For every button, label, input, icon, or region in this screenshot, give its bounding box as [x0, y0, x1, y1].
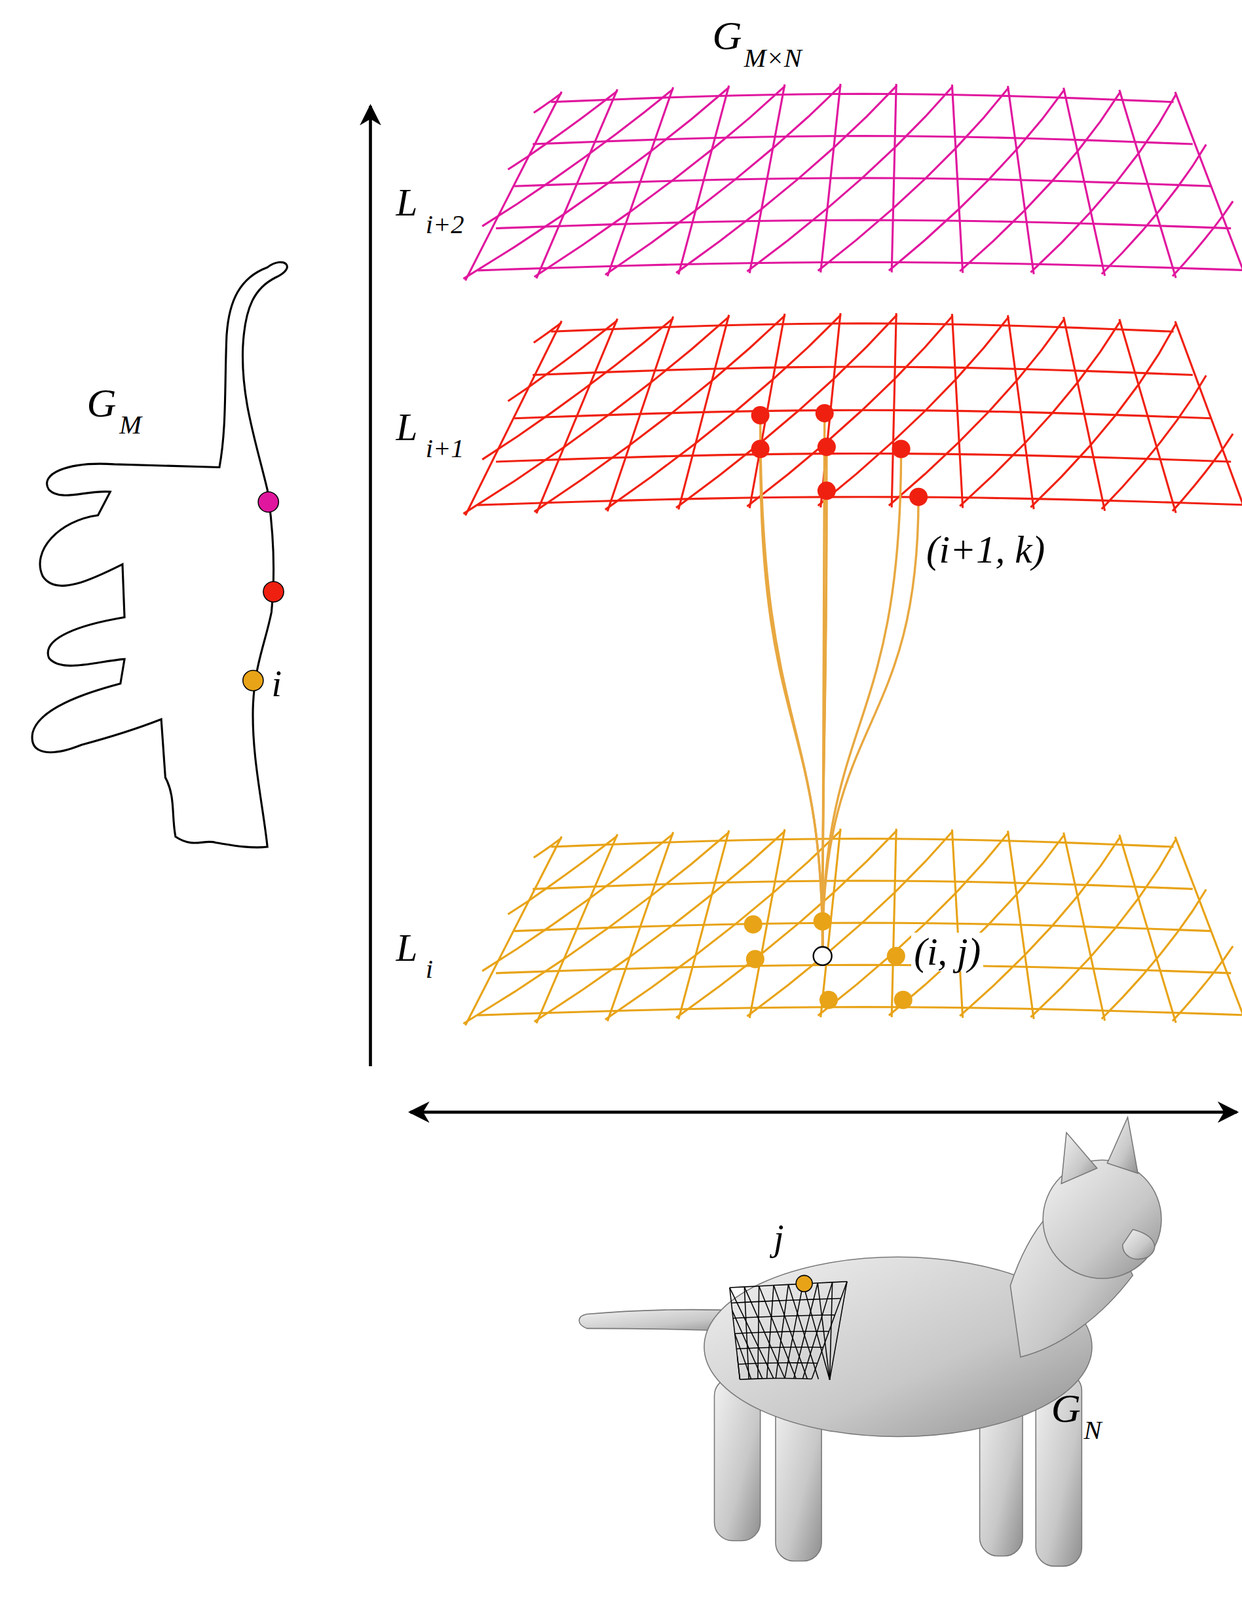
- math-label: G: [1051, 1388, 1081, 1429]
- vertical-axis: [368, 106, 373, 1067]
- neighbour-curves: [760, 413, 919, 950]
- math-label: i+1: [425, 435, 465, 463]
- math-label: N: [1084, 1417, 1102, 1445]
- math-label: i+2: [425, 211, 465, 239]
- horizontal-axis: [410, 1110, 1237, 1115]
- math-label: L: [396, 183, 418, 223]
- math-label: i: [425, 956, 433, 984]
- math-label: (i+1, k): [923, 530, 1048, 570]
- layer-grid: [463, 313, 1242, 516]
- math-label: G: [86, 382, 116, 424]
- cat-contour: [32, 262, 287, 848]
- math-label: M: [119, 412, 142, 439]
- math-label: L: [396, 928, 418, 968]
- math-label: (i, j): [911, 932, 984, 972]
- math-label: M×N: [744, 45, 802, 73]
- math-label: i: [271, 665, 282, 703]
- math-label: j: [773, 1219, 785, 1257]
- layer-grid: [463, 828, 1242, 1026]
- layer-grid: [463, 83, 1242, 281]
- math-label: G: [712, 15, 742, 56]
- cat-mesh: [579, 1117, 1162, 1567]
- math-label: L: [396, 408, 418, 447]
